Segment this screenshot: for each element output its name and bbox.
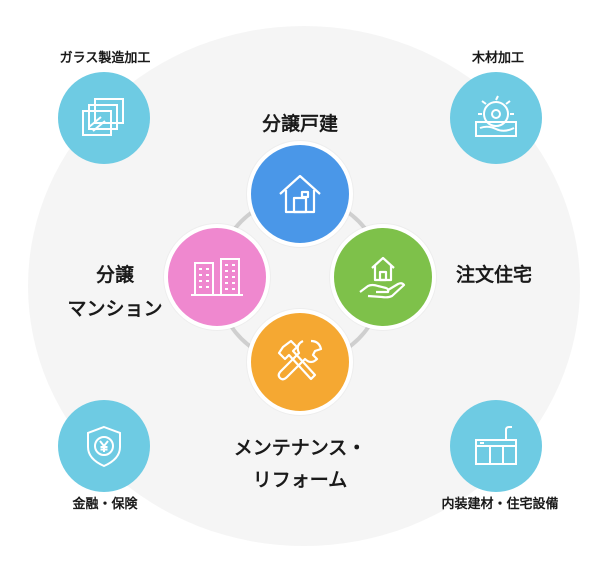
interior-circle bbox=[450, 400, 542, 492]
maintenance-label-line1: メンテナンス・ bbox=[233, 437, 367, 459]
tools-icon bbox=[277, 339, 323, 381]
glass-label: ガラス製造加工 bbox=[59, 51, 151, 66]
condo-label-line1: 分譲 bbox=[95, 264, 134, 286]
condo-label: 分譲 マンション bbox=[55, 258, 175, 326]
maintenance-label: メンテナンス・ リフォーム bbox=[200, 432, 400, 496]
finance-circle bbox=[58, 400, 150, 492]
custom-homes-label: 注文住宅 bbox=[455, 264, 532, 286]
interior-label: 内装建材・住宅設備 bbox=[441, 497, 559, 512]
wood-circle bbox=[450, 72, 542, 164]
houses-label: 分譲戸建 bbox=[261, 113, 338, 135]
custom-homes-circle bbox=[330, 224, 436, 330]
yen-shield-icon bbox=[87, 425, 121, 468]
wood-label: 木材加工 bbox=[471, 51, 524, 66]
house-hand-icon bbox=[359, 256, 406, 299]
maintenance-circle bbox=[247, 309, 353, 415]
house-icon bbox=[279, 174, 321, 214]
condo-circle bbox=[164, 224, 270, 330]
houses-circle bbox=[247, 141, 353, 247]
finance-label: 金融・保険 bbox=[72, 497, 138, 512]
glass-panes-icon bbox=[82, 98, 124, 136]
saw-wood-icon bbox=[475, 95, 517, 137]
condo-label-line2: マンション bbox=[67, 298, 163, 320]
buildings-icon bbox=[191, 258, 243, 296]
maintenance-label-line2: リフォーム bbox=[252, 469, 348, 491]
glass-circle bbox=[58, 72, 150, 164]
kitchen-icon bbox=[475, 426, 517, 465]
